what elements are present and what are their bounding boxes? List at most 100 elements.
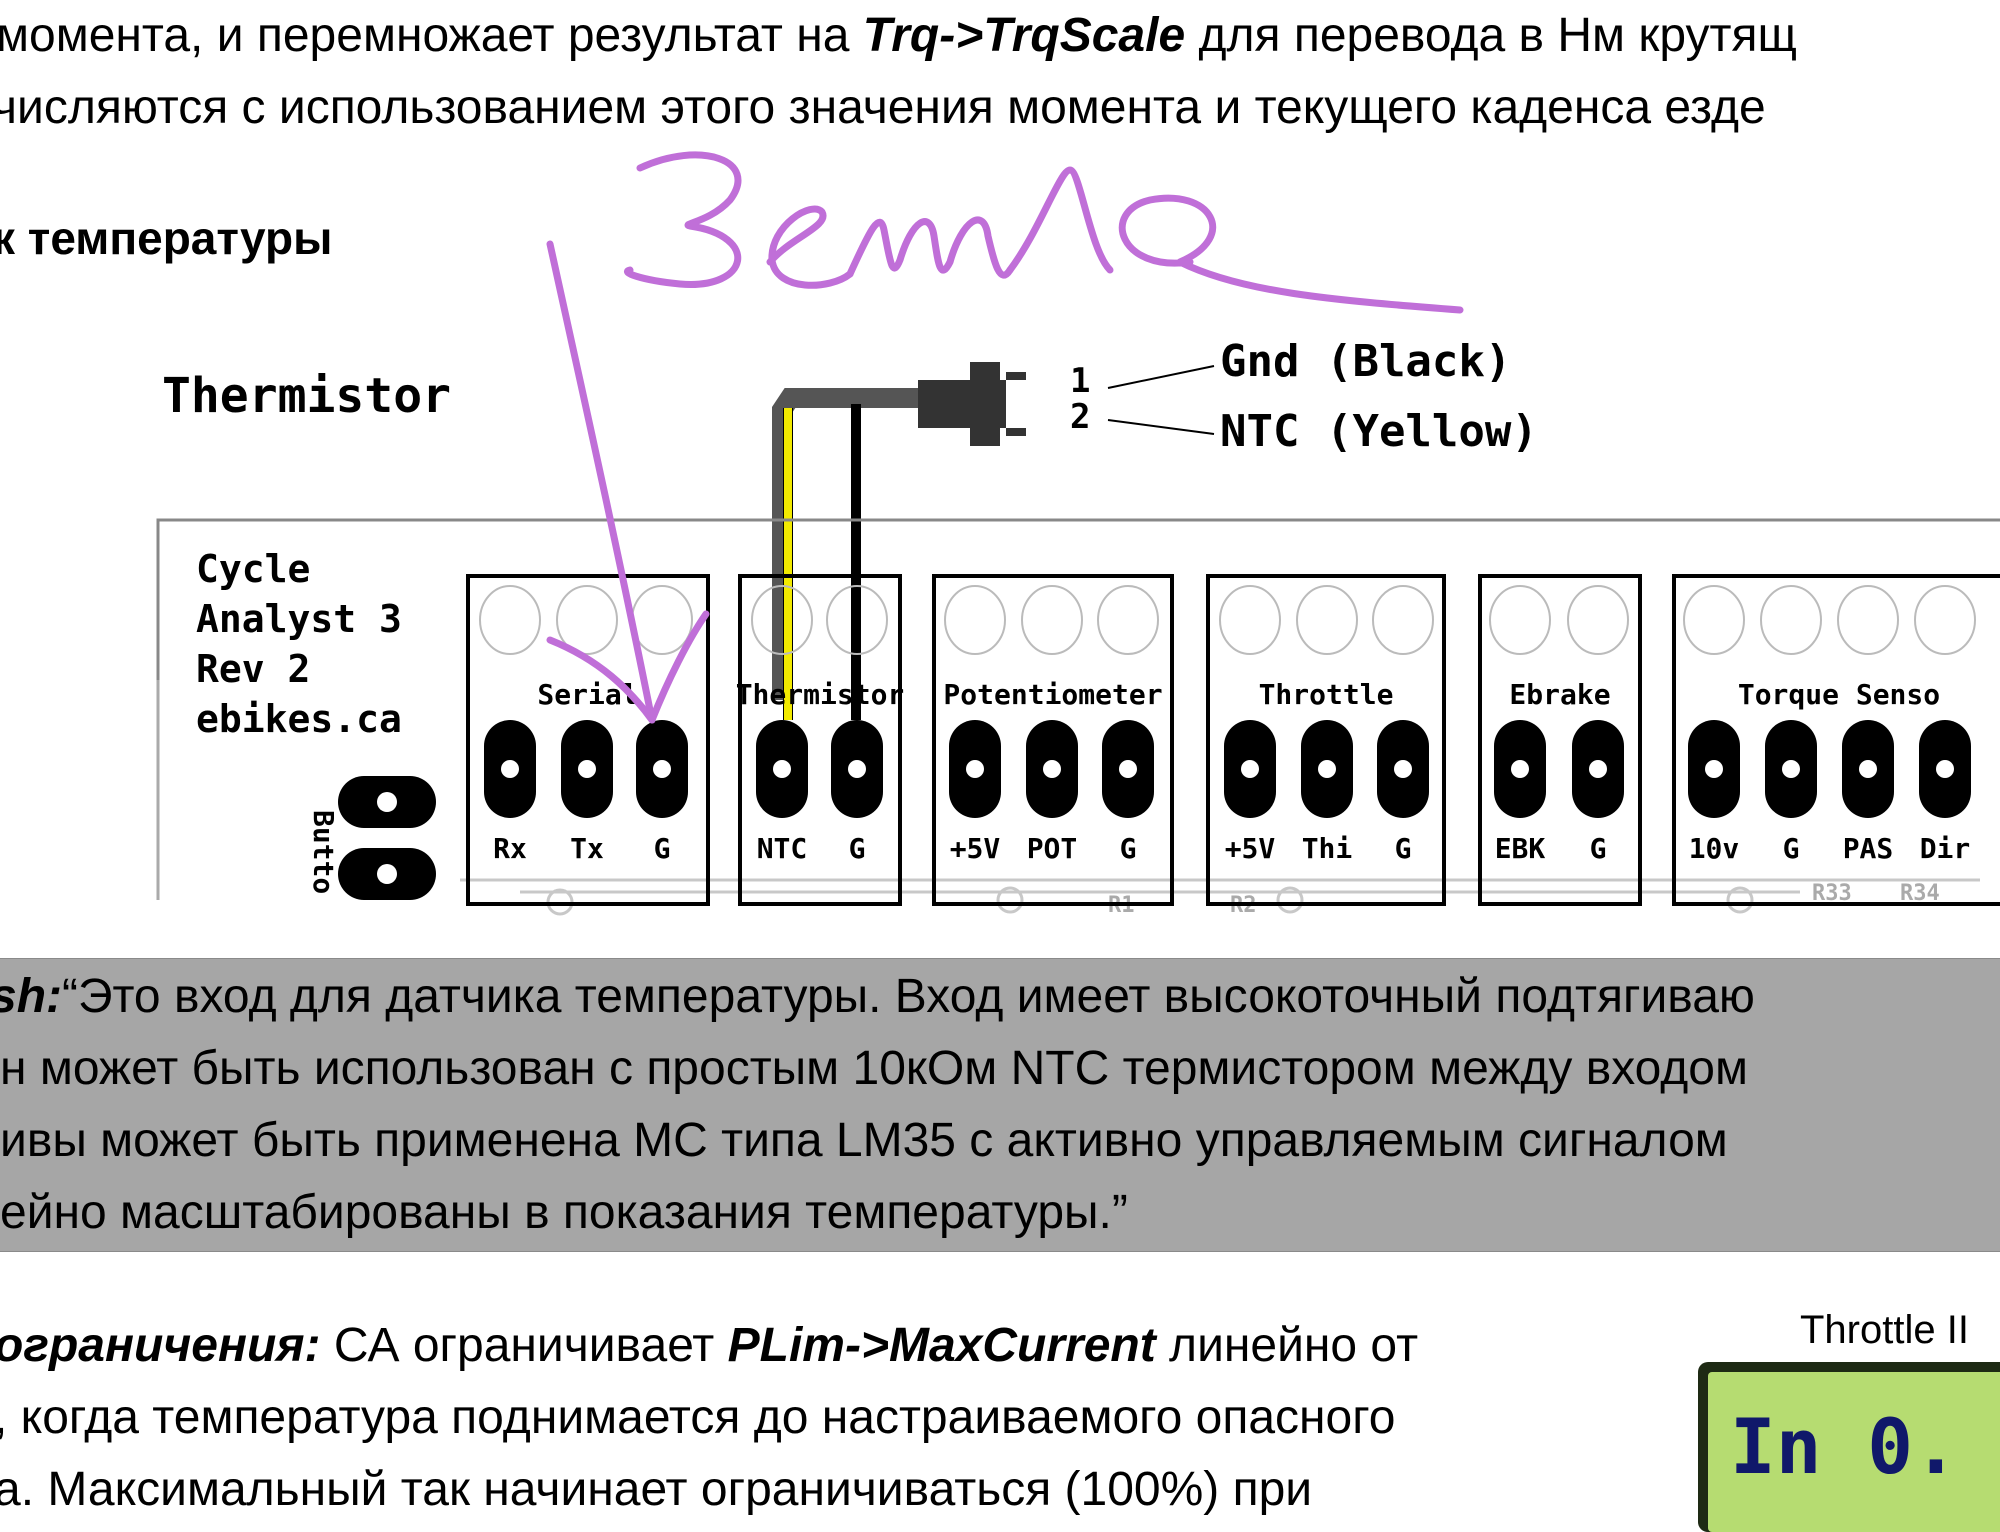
pin-label: Thi [1302, 832, 1353, 865]
pin-label: G [1783, 832, 1800, 865]
gnd-label: Gnd (Black) [1220, 336, 1511, 387]
pin-label: Dir [1920, 832, 1971, 865]
body-line-2: , когда температура поднимается до настр… [0, 1391, 1396, 1444]
cable-sheath [772, 388, 918, 700]
pin-hole [1936, 760, 1954, 778]
terminal-screw [944, 585, 1006, 655]
terminal-screw [826, 585, 888, 655]
button-side-label: Butto [307, 810, 340, 894]
pin-hole [653, 760, 671, 778]
quote-author: sh: [0, 970, 62, 1023]
pin-hole [501, 760, 519, 778]
pin-hole [1589, 760, 1607, 778]
terminal-screw [1760, 585, 1822, 655]
intro-text-tail: для перевода в Нм крутящ [1185, 9, 1798, 62]
pin-label: G [1120, 832, 1137, 865]
hw-letter-3 [846, 216, 1014, 279]
quote-line-1: sh:“Это вход для датчика температуры. Вх… [0, 969, 1755, 1025]
schematic-title: Thermistor [162, 368, 451, 424]
pin-hole [773, 760, 791, 778]
pin-hole [1241, 760, 1259, 778]
header-box-3 [1206, 574, 1446, 906]
board-outline [156, 518, 2000, 680]
board-label-line-3: Rev 2 [196, 647, 310, 691]
pin-hole [1043, 760, 1061, 778]
terminal-screw [1296, 585, 1358, 655]
header-box-5 [1672, 574, 2000, 906]
body-text: СА ограничивает [320, 1319, 728, 1372]
pin-label: +5V [1225, 832, 1276, 865]
pin-hole [848, 760, 866, 778]
intro-line-1: момента, и перемножает результат на Trq-… [0, 8, 1797, 64]
pin-hole [1511, 760, 1529, 778]
quote-line-2: н может быть использован с простым 10кОм… [0, 1042, 1748, 1095]
board-label-line-2: Analyst 3 [196, 597, 402, 641]
header-box-4 [1478, 574, 1642, 906]
button-pad-hole [377, 792, 397, 812]
hw-letter-2 [766, 205, 854, 289]
pin-hole [1859, 760, 1877, 778]
hw-letter-4 [1006, 166, 1114, 274]
section-heading: к температуры [0, 212, 333, 264]
thermistor-wiring-diagram: 1 2 Gnd (Black) NTC (Yellow) Thermistor … [156, 336, 2000, 918]
pin-hole [1318, 760, 1336, 778]
pin-hole [1782, 760, 1800, 778]
header-group-label: Torque Senso [1738, 678, 1940, 711]
term-limit: ограничения: [0, 1319, 321, 1372]
leader-line-ntc [1107, 419, 1215, 435]
component-label-r34: R34 [1900, 881, 1940, 906]
terminal-screw [1837, 585, 1899, 655]
body-line-3: а. Максимальный так начинает ограничиват… [0, 1463, 1313, 1516]
component-label-r33: R33 [1812, 881, 1852, 906]
hw-letter-1 [624, 151, 742, 288]
board-label-line-1: Cycle [196, 547, 310, 591]
terminal-screw [1489, 585, 1551, 655]
button-pad-hole [377, 864, 397, 884]
pin-label: POT [1027, 832, 1078, 865]
intro-text: момента, и перемножает результат на [0, 9, 863, 62]
terminal-screw [751, 585, 813, 655]
terminal-screw [631, 585, 693, 655]
param-trqscale: Trq->TrqScale [862, 9, 1186, 62]
terminal-screw [1372, 585, 1434, 655]
lcd-display-image: In 0. [1698, 1362, 2000, 1532]
pin-number-1: 1 [1070, 361, 1090, 401]
pin-hole [1394, 760, 1412, 778]
terminal-screw [479, 585, 541, 655]
terminal-screw [1219, 585, 1281, 655]
quote-line-4: ейно масштабированы в показания температ… [0, 1186, 1128, 1239]
pin-label: EBK [1495, 832, 1546, 865]
header-group-label: Ebrake [1509, 678, 1610, 711]
pin-hole [1119, 760, 1137, 778]
quote-line-3: ивы может быть применена МС типа LM35 с … [0, 1114, 1728, 1167]
jst-connector-bottom [970, 428, 1000, 446]
pin-label: G [1590, 832, 1607, 865]
board-label-line-4: ebikes.ca [196, 697, 402, 741]
pin-label: Rx [493, 832, 527, 865]
pin-label: G [849, 832, 866, 865]
leader-line-gnd [1107, 365, 1215, 389]
pcb-traces [460, 878, 1980, 916]
pin-label: G [1395, 832, 1412, 865]
header-box-1 [738, 574, 902, 906]
header-box-2 [932, 574, 1174, 906]
pin-label: Tx [570, 832, 604, 865]
pin-hole [578, 760, 596, 778]
body-line-1: ограничения: СА ограничивает PLim->MaxCu… [0, 1318, 1418, 1374]
jst-connector-body [918, 380, 1006, 428]
terminal-screw [1021, 585, 1083, 655]
pin-number-2: 2 [1070, 397, 1090, 437]
pin-label: PAS [1843, 832, 1894, 865]
terminal-screw [1567, 585, 1629, 655]
body-text-tail: линейно от [1155, 1319, 1419, 1372]
header-group-label: Thermistor [736, 678, 905, 711]
jst-connector-top [970, 362, 1000, 380]
pin-hole [1705, 760, 1723, 778]
lcd-image-title: Throttle II [1800, 1308, 1969, 1352]
terminal-screw [556, 585, 618, 655]
lcd-readout: In 0. [1730, 1402, 1959, 1491]
terminal-screw [1097, 585, 1159, 655]
intro-line-2: числяются с использованием этого значени… [0, 81, 1766, 134]
lcd-screen: In 0. [1708, 1372, 2000, 1532]
